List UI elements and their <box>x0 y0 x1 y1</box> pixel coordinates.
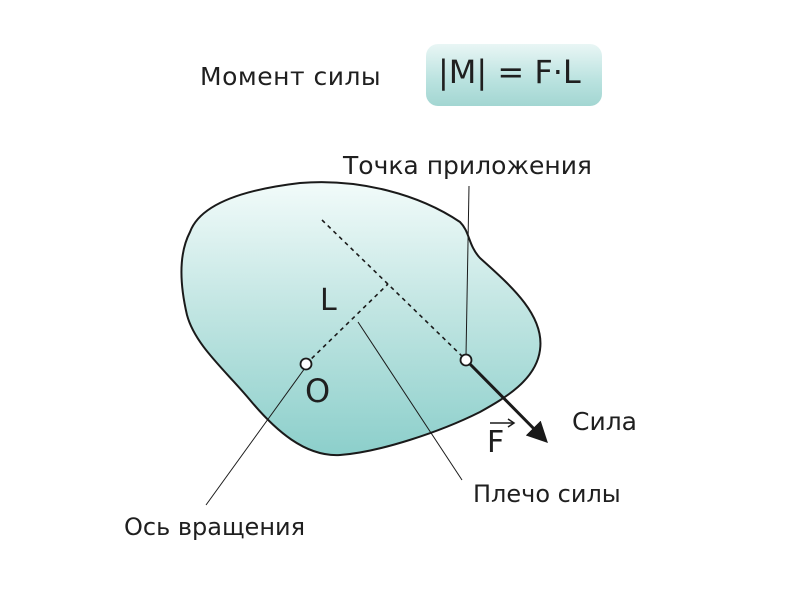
application-point-leader <box>465 185 470 357</box>
lever-arm-line <box>305 283 389 365</box>
force-vector-arrow <box>464 358 548 443</box>
rotation-axis-point <box>299 357 313 371</box>
formula-box <box>426 44 602 106</box>
formula-text: |M| = F·L <box>438 53 581 91</box>
rotation-axis-label: Ось вращения <box>124 513 306 541</box>
rigid-body-shape <box>180 181 542 457</box>
lever-arm-label: Плечо силы <box>473 480 621 508</box>
application-point-label: Точка приложения <box>343 151 592 180</box>
rotation-axis-leader <box>205 367 306 506</box>
application-point <box>459 353 473 367</box>
origin-letter: O <box>305 372 331 410</box>
vector-symbol-arrowhead <box>507 418 516 428</box>
lever-arm-leader <box>357 321 463 481</box>
lever-arm-letter: L <box>320 283 337 318</box>
title-label: Момент силы <box>200 62 382 91</box>
force-label: Сила <box>572 407 638 436</box>
force-letter: F <box>487 425 505 460</box>
force-action-line <box>321 219 467 361</box>
